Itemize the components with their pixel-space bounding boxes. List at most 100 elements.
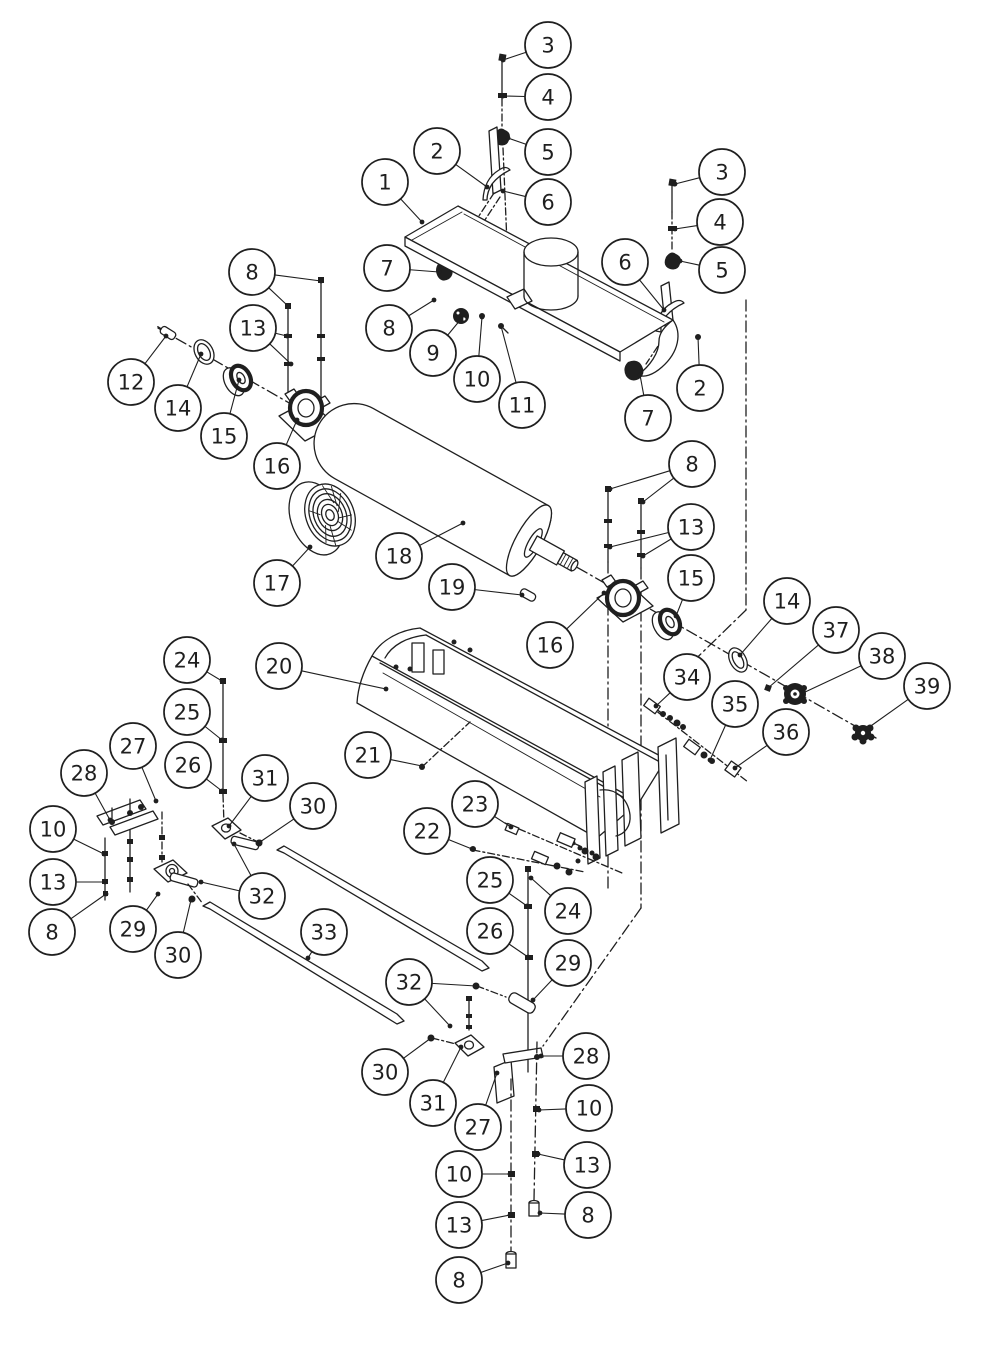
balloon-circle [164, 741, 212, 789]
balloon-number: 31 [420, 1092, 447, 1116]
leader-line [431, 982, 477, 987]
balloon-circle [524, 178, 572, 226]
balloon-circle [107, 358, 155, 406]
part-balloon-27: 27 [109, 722, 159, 804]
leader-line [442, 1046, 462, 1083]
part-balloon-19: 19 [428, 563, 525, 611]
balloon-number: 38 [869, 645, 896, 669]
part-balloon-14: 14 [737, 577, 811, 658]
balloon-circle [300, 908, 348, 956]
leader-dot [737, 652, 743, 658]
leader-line [478, 316, 483, 357]
balloon-number: 10 [40, 818, 67, 842]
balloon-circle [601, 238, 649, 286]
leader-line [403, 1037, 432, 1059]
balloon-number: 5 [541, 141, 554, 165]
leader-line [494, 815, 512, 828]
leader-line [480, 1262, 509, 1273]
balloon-number: 6 [541, 191, 554, 215]
leader-dot [231, 841, 237, 847]
balloon-circle [109, 722, 157, 770]
balloon-number: 36 [773, 721, 800, 745]
balloon-circle [229, 304, 277, 352]
tension-rod-b [202, 901, 405, 1025]
leader-dot [294, 417, 300, 423]
leader-dot [236, 377, 242, 383]
balloon-number: 10 [446, 1163, 473, 1187]
balloon-number: 15 [678, 567, 705, 591]
balloon-circle [375, 532, 423, 580]
balloon-circle [524, 73, 572, 121]
balloon-circle [564, 1191, 612, 1239]
part-balloon-5: 5 [677, 246, 746, 294]
balloon-circle [154, 931, 202, 979]
part-balloon-26: 26 [164, 741, 225, 794]
leader-dot [428, 1035, 434, 1041]
part-balloon-18: 18 [375, 520, 466, 580]
leader-dot [640, 553, 646, 559]
balloon-circle [241, 754, 289, 802]
leader-dot [102, 879, 108, 885]
leader-dot [469, 846, 475, 852]
leader-line [674, 224, 698, 230]
part-balloon-9: 9 [409, 316, 464, 377]
leader-dot [219, 678, 225, 684]
leader-line [709, 724, 727, 761]
leader-dot [707, 757, 713, 763]
base-fasteners [470, 822, 623, 876]
balloon-number: 32 [249, 885, 276, 909]
leader-line [674, 177, 700, 185]
balloon-circle [524, 21, 572, 69]
balloon-circle [29, 858, 77, 906]
leader-dot [677, 258, 683, 264]
part-balloon-15: 15 [667, 554, 715, 619]
leader-line [642, 538, 672, 557]
leader-line [274, 274, 322, 282]
leader-line [144, 335, 167, 365]
balloon-number: 3 [715, 161, 728, 185]
balloon-circle [524, 128, 572, 176]
balloon-circle [667, 503, 715, 551]
balloon-circle [413, 127, 461, 175]
leader-line [508, 943, 529, 958]
balloon-circle [428, 563, 476, 611]
part-balloon-7: 7 [363, 244, 442, 292]
leader-dot [484, 184, 490, 190]
part-balloon-13: 13 [607, 503, 715, 559]
balloon-circle [466, 856, 514, 904]
leader-dot [219, 737, 225, 743]
balloon-number: 18 [386, 545, 413, 569]
balloon-circle [903, 662, 951, 710]
leader-line [229, 379, 240, 414]
balloon-circle [451, 780, 499, 828]
leader-dot [500, 188, 506, 194]
balloon-number: 1 [378, 171, 391, 195]
leader-line [739, 617, 773, 656]
part-balloon-6: 6 [500, 178, 572, 226]
leader-dot [640, 499, 646, 505]
balloon-number: 25 [174, 701, 201, 725]
leader-dot [525, 954, 531, 960]
leader-dot [673, 613, 679, 619]
balloon-circle [435, 1256, 483, 1304]
leader-dot [865, 725, 871, 731]
part-balloon-8: 8 [537, 1191, 612, 1239]
leader-line [485, 1072, 498, 1106]
balloon-circle [163, 636, 211, 684]
leader-dot [436, 269, 442, 275]
leader-line [390, 759, 423, 767]
part-balloon-29: 29 [109, 891, 161, 953]
balloon-number: 27 [465, 1116, 492, 1140]
balloon-circle [200, 412, 248, 460]
leader-dot [383, 686, 389, 692]
balloon-circle [565, 1084, 613, 1132]
balloon-number: 30 [372, 1061, 399, 1085]
balloon-number: 5 [715, 259, 728, 283]
part-balloon-13: 13 [229, 304, 294, 367]
balloon-circle [409, 329, 457, 377]
balloon-circle [29, 805, 77, 853]
balloon-number: 8 [685, 453, 698, 477]
leader-dot [524, 903, 530, 909]
leader-line [734, 744, 768, 769]
leader-dot [285, 303, 291, 309]
